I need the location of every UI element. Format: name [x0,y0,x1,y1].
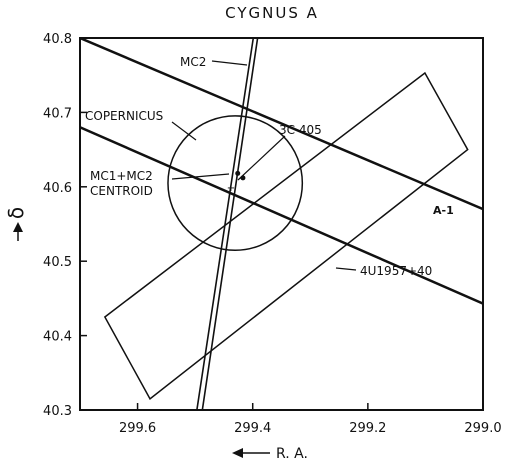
copernicus-circle [167,115,304,252]
x-tick-label: 299.4 [234,421,271,436]
mc2-band-right-edge [201,38,259,410]
centroid-marker [235,170,241,176]
copernicus-label: COPERNICUS [85,109,163,123]
mc2-band-left-edge [196,38,255,410]
y-tick-label: 40.7 [43,106,72,121]
y-tick-label: 40.4 [43,330,72,345]
3c405-leader [237,135,286,181]
a1-lower-line [80,126,483,305]
x-tick-label: 299.0 [464,421,501,436]
y-tick-label: 40.6 [43,181,72,196]
y-tick-label: 40.5 [43,255,72,270]
y-tick-label: 40.8 [43,32,72,47]
a1-label: A-1 [433,204,454,217]
plot-frame [79,37,484,411]
a1-upper-line [80,38,483,211]
copernicus-leader [171,121,197,141]
plus-marker: + [227,183,235,194]
y-tick-label: 40.3 [43,404,72,419]
mc2-leader [211,60,248,66]
x-axis-ticks: 299.6 299.4 299.2 299.0 [119,403,502,436]
centroid-label-line2: CENTROID [90,184,153,198]
uhuru-label: 4U1957+40 [360,264,432,278]
y-axis-ticks: 40.8 40.7 40.6 40.5 40.4 40.3 [43,32,87,419]
3c405-label: 3C 405 [279,123,322,137]
uhuru-error-box [103,71,469,400]
uhuru-leader [335,267,357,271]
x-tick-label: 299.6 [119,421,156,436]
plot-area: + [80,38,483,410]
x-axis-arrow [232,448,270,458]
y-axis-arrow [13,222,23,241]
mc2-label: MC2 [180,55,206,69]
x-tick-label: 299.2 [349,421,386,436]
centroid-label-line1: MC1+MC2 [90,169,153,183]
y-axis-label: δ [4,207,28,219]
figure-title: CYGNUS A [225,4,319,22]
centroid-leader [171,173,230,180]
x-axis-label: R. A. [276,446,308,462]
